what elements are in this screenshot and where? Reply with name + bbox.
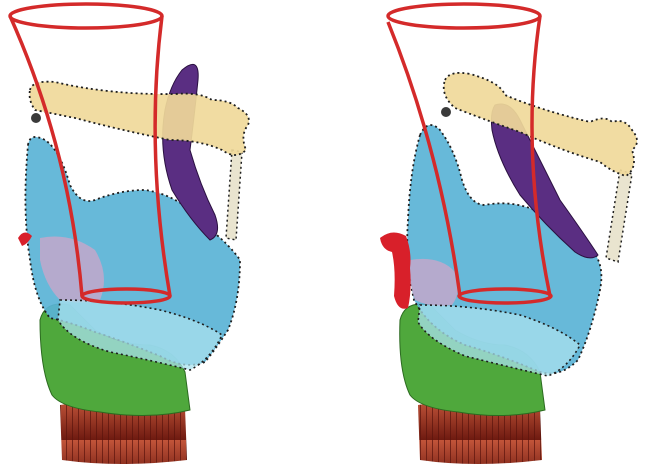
ligament-right <box>606 170 632 262</box>
panel-left <box>10 4 249 464</box>
panel-right <box>380 4 637 464</box>
tongue-tip-right <box>380 232 411 308</box>
lesser-horn-left <box>31 113 41 123</box>
lesser-horn-right <box>441 107 451 117</box>
hyoid-bone-left <box>30 82 249 155</box>
ligament-left <box>226 150 242 240</box>
